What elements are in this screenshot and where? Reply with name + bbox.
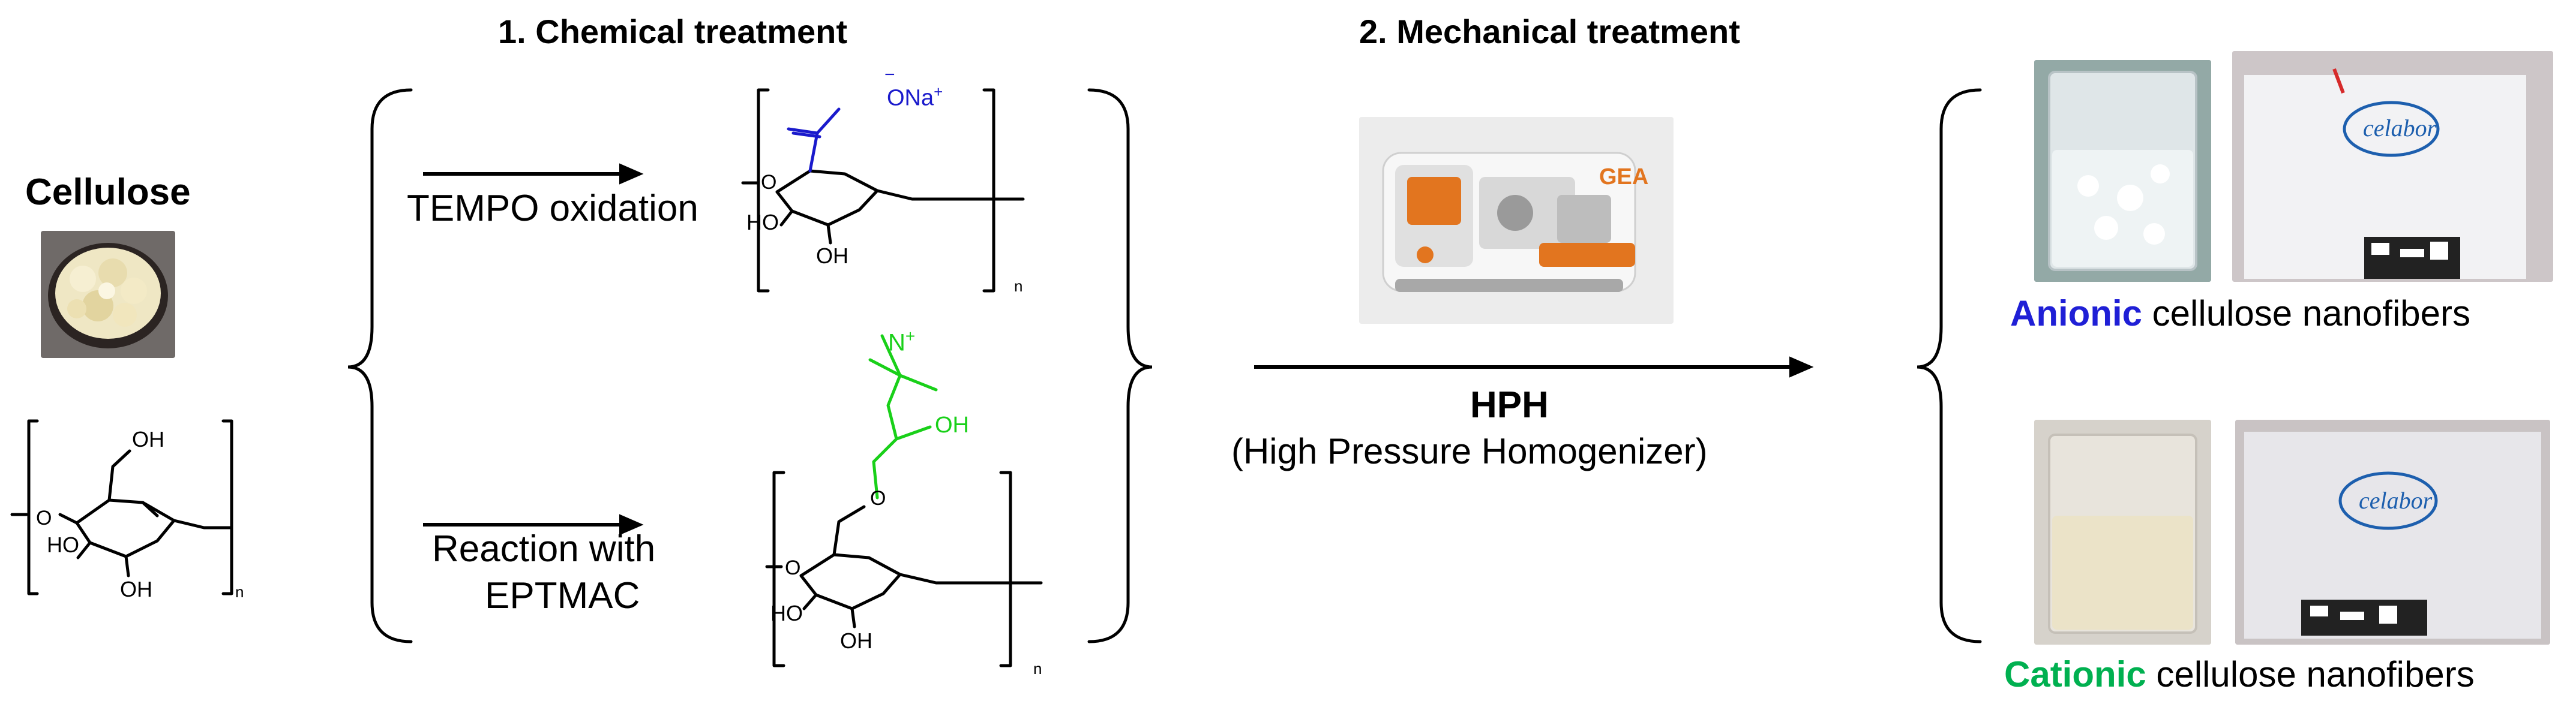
- hph-machine-photo: GEA: [1359, 117, 1674, 324]
- anionic-rest: cellulose nanofibers: [2142, 293, 2471, 333]
- cationic-oh-side: OH: [935, 413, 969, 438]
- mechanical-treatment-heading: 2. Mechanical treatment: [1359, 13, 1740, 50]
- chemical-treatment-heading: 1. Chemical treatment: [498, 13, 847, 50]
- tempo-n: n: [1014, 277, 1023, 295]
- cationic-word: Cationic: [2004, 654, 2146, 694]
- left-brace: [347, 88, 413, 643]
- anionic-film-photo: celabor: [2232, 51, 2553, 282]
- cellulose-title: Cellulose: [25, 172, 191, 213]
- cationic-caption: Cationic cellulose nanofibers: [2004, 654, 2475, 695]
- cationic-o-link: O: [870, 487, 886, 510]
- cellulose-photo-art: [48, 243, 168, 348]
- tempo-product-structure: [741, 88, 1025, 293]
- hph-subtitle: (High Pressure Homogenizer): [1231, 431, 1708, 471]
- cellulose-photo: [41, 231, 175, 358]
- anionic-word: Anionic: [2010, 293, 2142, 333]
- eptmac-label-line2: EPTMAC: [485, 575, 640, 616]
- cationic-film-art: celabor: [2235, 420, 2550, 645]
- middle-brace: [1087, 88, 1153, 643]
- tempo-o-link: O: [761, 171, 777, 194]
- cationic-rest: cellulose nanofibers: [2146, 654, 2475, 694]
- cationic-film-photo: celabor: [2235, 420, 2550, 645]
- cellulose-oh-bottom: OH: [120, 577, 152, 601]
- cationic-n: n: [1033, 660, 1042, 678]
- hph-machine-art: GEA: [1382, 152, 1648, 292]
- tempo-oxidation-label: TEMPO oxidation: [407, 188, 698, 229]
- cationic-beaker-photo: [2034, 420, 2211, 645]
- tempo-ho-label: HO: [746, 210, 779, 234]
- cellulose-n: n: [235, 583, 244, 601]
- cellulose-o-link: O: [36, 507, 52, 530]
- cationic-ho-label: HO: [770, 601, 803, 625]
- anionic-caption: Anionic cellulose nanofibers: [2010, 293, 2470, 334]
- cellulose-ho-left: HO: [47, 532, 79, 557]
- eptmac-label-line1: Reaction with: [432, 528, 656, 570]
- tempo-oh-label: OH: [816, 243, 848, 268]
- cationic-product-structure: [765, 471, 1043, 667]
- anionic-beaker-photo: [2034, 60, 2211, 282]
- cationic-n-label: N+: [888, 327, 916, 356]
- cationic-oh-label: OH: [840, 628, 872, 653]
- cellulose-oh-top: OH: [132, 427, 164, 452]
- cationic-beaker-art: [2034, 420, 2211, 645]
- anionic-beaker-art: [2034, 60, 2211, 282]
- cationic-o-ring: O: [785, 556, 801, 579]
- tempo-minus-sign: −: [884, 65, 895, 85]
- right-brace: [1917, 88, 1982, 643]
- cationic-logo: celabor: [2359, 487, 2433, 514]
- hph-machine-logo: GEA: [1599, 164, 1648, 189]
- tempo-ona-label: ONa+: [887, 83, 943, 111]
- anionic-logo: celabor: [2363, 115, 2437, 142]
- anionic-film-art: celabor: [2232, 51, 2553, 282]
- hph-title: HPH: [1470, 384, 1549, 426]
